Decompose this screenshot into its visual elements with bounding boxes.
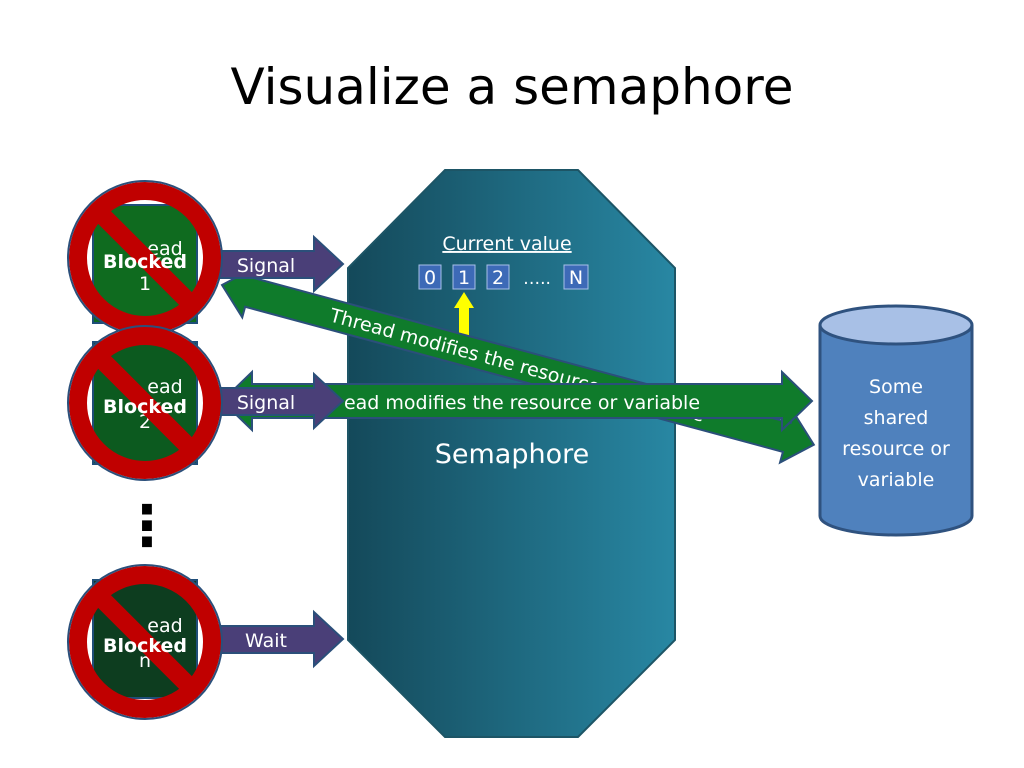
value-n: N [569, 267, 583, 289]
shared-resource-cylinder: Some shared resource or variable [818, 304, 974, 537]
blocked-icon: Blocked [67, 325, 223, 481]
value-box [418, 264, 442, 290]
value-0: 0 [424, 267, 436, 289]
value-box [563, 264, 589, 290]
thread-label: ead [147, 376, 182, 398]
signal-label: Signal [237, 255, 295, 277]
signal-label: Signal [237, 392, 295, 414]
page-title: Visualize a semaphore [230, 58, 794, 116]
value-box [486, 264, 510, 290]
resource-line: resource or [842, 438, 950, 460]
thread-label: 1 [139, 273, 151, 295]
blocked-label: Blocked [103, 396, 187, 418]
current-value-label: Current value [442, 233, 571, 255]
blocked-icon: Blocked [67, 564, 223, 720]
signal-arrow-2: Signal [203, 371, 345, 431]
value-box [452, 264, 476, 290]
resource-line: variable [858, 469, 935, 491]
signal-arrow-1: Signal [203, 234, 345, 294]
value-1: 1 [458, 267, 470, 289]
blocked-label: Blocked [103, 635, 187, 657]
wait-label: Wait [245, 630, 287, 652]
resource-line: shared [864, 407, 929, 429]
resource-line: Some [869, 376, 923, 398]
wait-arrow: Wait [203, 609, 345, 669]
value-2: 2 [492, 267, 504, 289]
semaphore-label: Semaphore [435, 439, 590, 470]
thread-label: ead [147, 615, 182, 637]
vertical-ellipsis: ⋮ [119, 494, 175, 559]
value-ellipsis: ….. [523, 269, 551, 289]
thread-label: ead [147, 238, 182, 260]
straight-arrow-label: ead modifies the resource or variable [344, 392, 700, 414]
blocked-label: Blocked [103, 251, 187, 273]
value-row: 0 1 2 ….. N [418, 264, 589, 290]
straight-modify-arrow: ead modifies the resource or variable [220, 369, 814, 433]
